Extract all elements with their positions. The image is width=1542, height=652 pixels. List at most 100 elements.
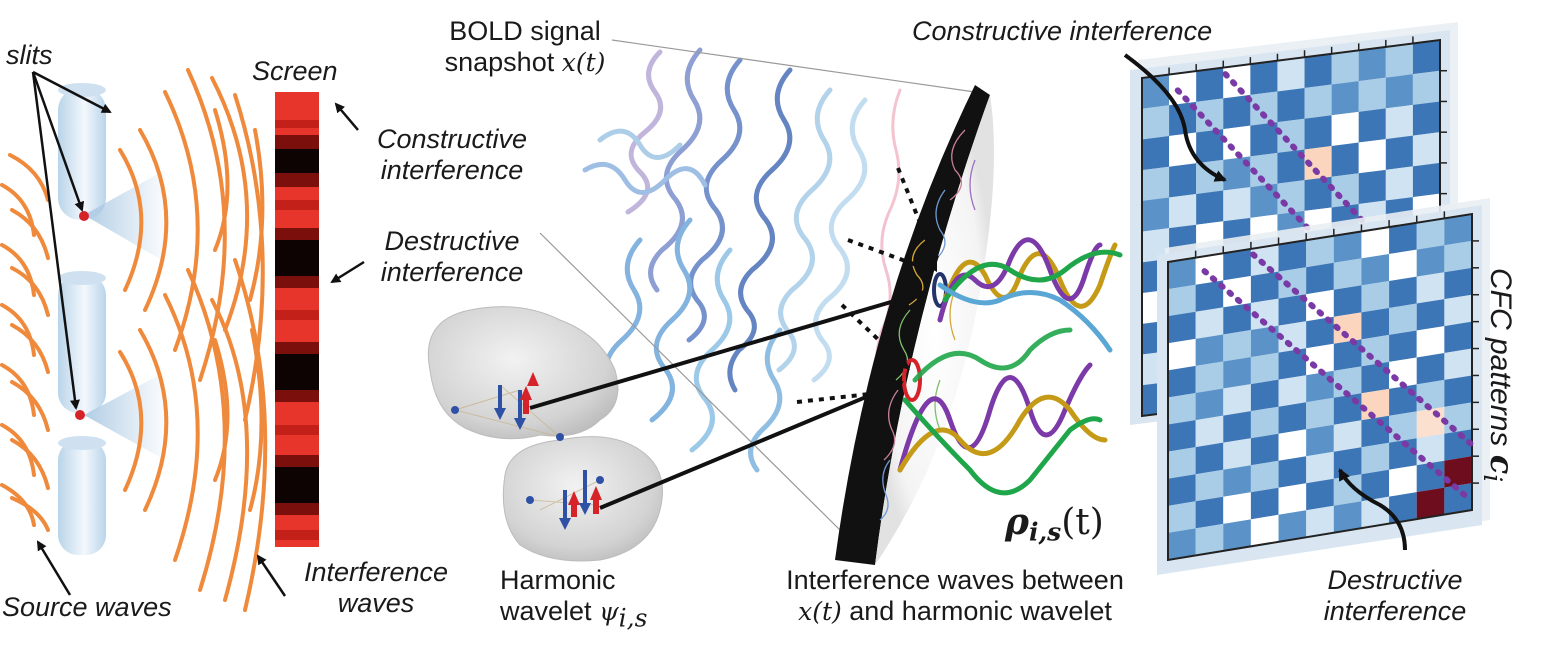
label-destructive-right-1: Destructive	[1327, 565, 1463, 595]
label-between-symbol: x(t)	[798, 597, 842, 627]
matrix-cell	[1444, 294, 1472, 327]
matrix-cell	[1168, 284, 1196, 317]
matrix-cell	[1195, 307, 1224, 339]
matrix-cell	[1196, 190, 1224, 225]
matrix-cell	[1223, 275, 1251, 308]
matrix-diagonal	[1250, 251, 1475, 448]
matrix-cell	[1385, 104, 1413, 140]
label-interference-waves-1: Interference	[303, 557, 449, 587]
matrix-cell	[1358, 77, 1386, 112]
matrix-cell	[1168, 474, 1196, 506]
matrix-cell	[1223, 125, 1251, 160]
matrix-cell	[1223, 330, 1251, 362]
matrix-cell	[1250, 325, 1279, 358]
matrix-cell	[1168, 311, 1196, 344]
brain-icon	[427, 306, 663, 562]
label-constructive-top: Constructive interference	[912, 16, 1213, 46]
cfc-matrix-front	[1157, 198, 1490, 575]
label-between-text: and harmonic wavelet	[841, 596, 1112, 627]
matrix-cell	[1389, 492, 1417, 524]
matrix-cell	[1250, 60, 1278, 95]
matrix-cell	[1385, 135, 1413, 170]
label-harmonic-wavelet: Harmonic wavelet ψi,s	[500, 565, 647, 633]
slit-barrier-icon	[58, 83, 165, 555]
matrix-cell	[1223, 64, 1251, 99]
matrix-cell	[1142, 166, 1170, 201]
matrix-cell	[1277, 118, 1305, 153]
matrix-cell	[1412, 132, 1440, 167]
matrix-cell	[1278, 240, 1307, 272]
source-waves	[0, 153, 50, 532]
matrix-cell	[1223, 411, 1251, 443]
matrix-cell	[1416, 299, 1445, 331]
label-cfc-text: CFC patterns	[1484, 268, 1517, 455]
matrix-diagonal	[1201, 268, 1469, 500]
matrix-cell	[1195, 415, 1224, 448]
label-cfc-symbol: c	[1483, 454, 1521, 475]
matrix-cell	[1444, 375, 1472, 407]
matrix-cell	[1142, 105, 1170, 140]
right-arrows	[1123, 53, 1407, 551]
matrix-cell	[1223, 248, 1251, 281]
matrix-cell	[1223, 438, 1251, 470]
label-bold-symbol: x(t)	[561, 48, 606, 78]
matrix-cell	[1278, 294, 1307, 326]
matrix-cell	[1250, 122, 1278, 157]
matrix-cell	[1444, 483, 1472, 515]
matrix-cell	[1223, 465, 1251, 497]
matrix-cell	[1168, 420, 1196, 452]
matrix-cell	[1306, 370, 1334, 403]
matrix-cell	[1306, 289, 1334, 322]
matrix-cell	[1250, 183, 1278, 218]
matrix-cell	[1196, 129, 1224, 164]
matrix-cell	[1361, 469, 1390, 502]
matrix-cell	[1306, 316, 1334, 349]
matrix-cell	[1306, 451, 1334, 484]
matrix-cell	[1168, 365, 1196, 398]
matrix-cell	[1278, 429, 1307, 461]
matrix-cell	[1278, 321, 1307, 353]
matrix-cell	[1223, 302, 1251, 335]
label-bold-line1: BOLD signal	[449, 16, 601, 46]
interference-waves	[118, 68, 268, 612]
label-interference-between: Interference waves between x(t) and harm…	[740, 565, 1170, 627]
matrix-cell	[1223, 187, 1251, 222]
label-bold-snapshot: snapshot	[444, 47, 562, 78]
matrix-cell	[1169, 194, 1197, 229]
matrix-cell	[1168, 393, 1196, 425]
matrix-cell	[1195, 388, 1224, 421]
matrix-cell	[1278, 483, 1307, 515]
matrix-cell	[1304, 176, 1332, 211]
matrix-cell	[1333, 258, 1362, 290]
matrix-cell	[1333, 393, 1362, 425]
matrix-cell	[1416, 379, 1445, 412]
matrix-cell	[1444, 348, 1472, 380]
matrix-cell	[1195, 496, 1224, 529]
matrix-cell	[1304, 53, 1332, 88]
matrix-cell	[1168, 338, 1196, 371]
matrix-cell	[1304, 115, 1332, 150]
matrix-cell	[1416, 245, 1445, 277]
matrix-cell	[1306, 235, 1334, 268]
rho-waves	[897, 237, 1123, 496]
matrix-cell	[1277, 88, 1305, 123]
matrix-cell	[1416, 218, 1445, 250]
matrix-cell	[1444, 402, 1472, 434]
matrix-cell	[1412, 162, 1440, 198]
matrix-cell	[1361, 415, 1390, 448]
left-arrows	[31, 70, 365, 597]
matrix-cell	[1333, 501, 1362, 533]
matrix-cell	[1195, 469, 1224, 502]
matrix-cell	[1304, 84, 1332, 119]
matrix-cell	[1250, 460, 1279, 493]
label-interference-waves-2: waves	[337, 588, 415, 619]
matrix-cell	[1412, 101, 1440, 136]
matrix-cell	[1168, 501, 1196, 533]
matrix-cell	[1195, 442, 1224, 475]
label-rho-symbol: ρ	[1005, 501, 1029, 543]
matrix-cell	[1278, 348, 1307, 380]
matrix-cell	[1169, 71, 1197, 106]
brain-to-ring-arrows	[529, 289, 927, 510]
matrix-cell	[1444, 240, 1472, 273]
